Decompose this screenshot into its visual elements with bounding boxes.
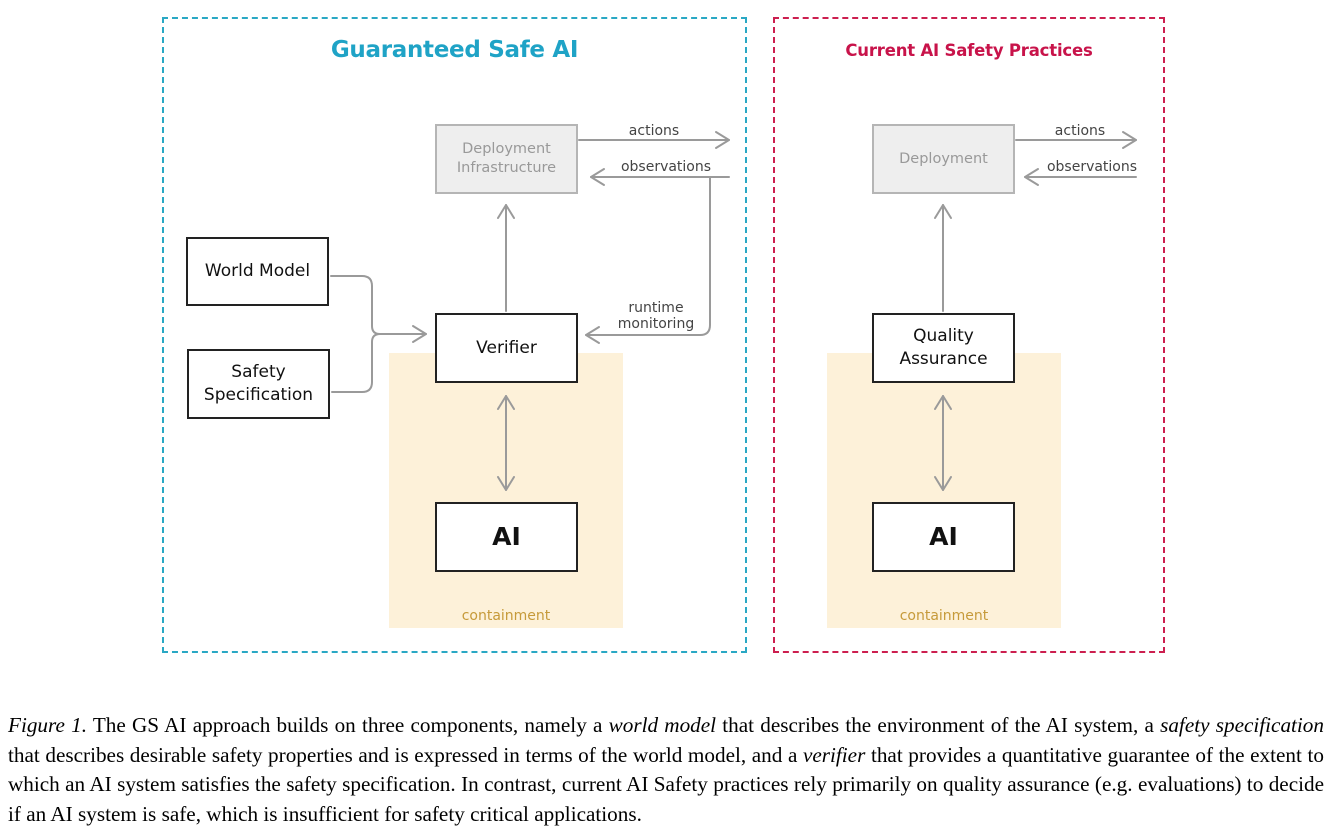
caption-emph-verifier: verifier — [802, 742, 866, 767]
current-containment-region: containment — [827, 353, 1061, 628]
current-deployment-label: Deployment — [899, 150, 988, 167]
gs-deployment-infrastructure-box: Deployment Infrastructure — [435, 124, 578, 194]
quality-assurance-box: Quality Assurance — [872, 313, 1015, 383]
verifier-label: Verifier — [476, 337, 537, 358]
safety-spec-line1: Safety — [231, 362, 286, 383]
current-observations-label: observations — [1046, 159, 1138, 175]
current-deployment-box: Deployment — [872, 124, 1015, 194]
world-model-box: World Model — [186, 237, 329, 306]
gs-actions-label: actions — [628, 123, 680, 139]
gs-ai-label: AI — [492, 522, 521, 552]
figure-label: Figure 1. — [8, 713, 87, 737]
current-containment-label: containment — [899, 608, 989, 624]
caption-text-3: that describes desirable safety properti… — [8, 742, 803, 767]
gs-deployment-line1: Deployment — [462, 141, 551, 158]
gs-containment-region: containment — [389, 353, 623, 628]
safety-specification-box: Safety Specification — [187, 349, 330, 419]
verifier-box: Verifier — [435, 313, 578, 383]
current-actions-label: actions — [1054, 123, 1106, 139]
guaranteed-safe-ai-panel: Guaranteed Safe AI — [162, 17, 747, 653]
gs-ai-box: AI — [435, 502, 578, 572]
current-panel-title: Current AI Safety Practices — [845, 41, 1093, 60]
caption-text-4: that provides a quantitative guarantee o… — [8, 742, 1324, 826]
gs-deployment-line2: Infrastructure — [456, 160, 557, 176]
qa-line2: Assurance — [899, 349, 988, 369]
gs-panel-title: Guaranteed Safe AI — [330, 37, 579, 63]
current-ai-box: AI — [872, 502, 1015, 572]
qa-line1: Quality — [913, 326, 974, 347]
runtime-line2: monitoring — [617, 316, 695, 333]
gs-observations-label: observations — [620, 159, 712, 175]
current-ai-label: AI — [929, 522, 958, 552]
caption-emph-safety-spec: safety specification — [1160, 713, 1324, 737]
current-ai-safety-panel: Current AI Safety Practices — [773, 17, 1165, 653]
caption-text-1: The GS AI approach builds on three compo… — [87, 713, 609, 737]
safety-spec-line2: Specification — [203, 385, 314, 405]
runtime-line1: runtime — [628, 300, 684, 316]
gs-containment-label: containment — [461, 608, 551, 624]
caption-emph-world-model: world model — [608, 713, 717, 737]
figure-caption: Figure 1. The GS AI approach builds on t… — [8, 711, 1324, 829]
world-model-label: World Model — [204, 261, 311, 282]
caption-text-2: that describes the environment of the AI… — [716, 713, 1161, 737]
runtime-monitoring-label: runtime monitoring — [608, 300, 704, 332]
